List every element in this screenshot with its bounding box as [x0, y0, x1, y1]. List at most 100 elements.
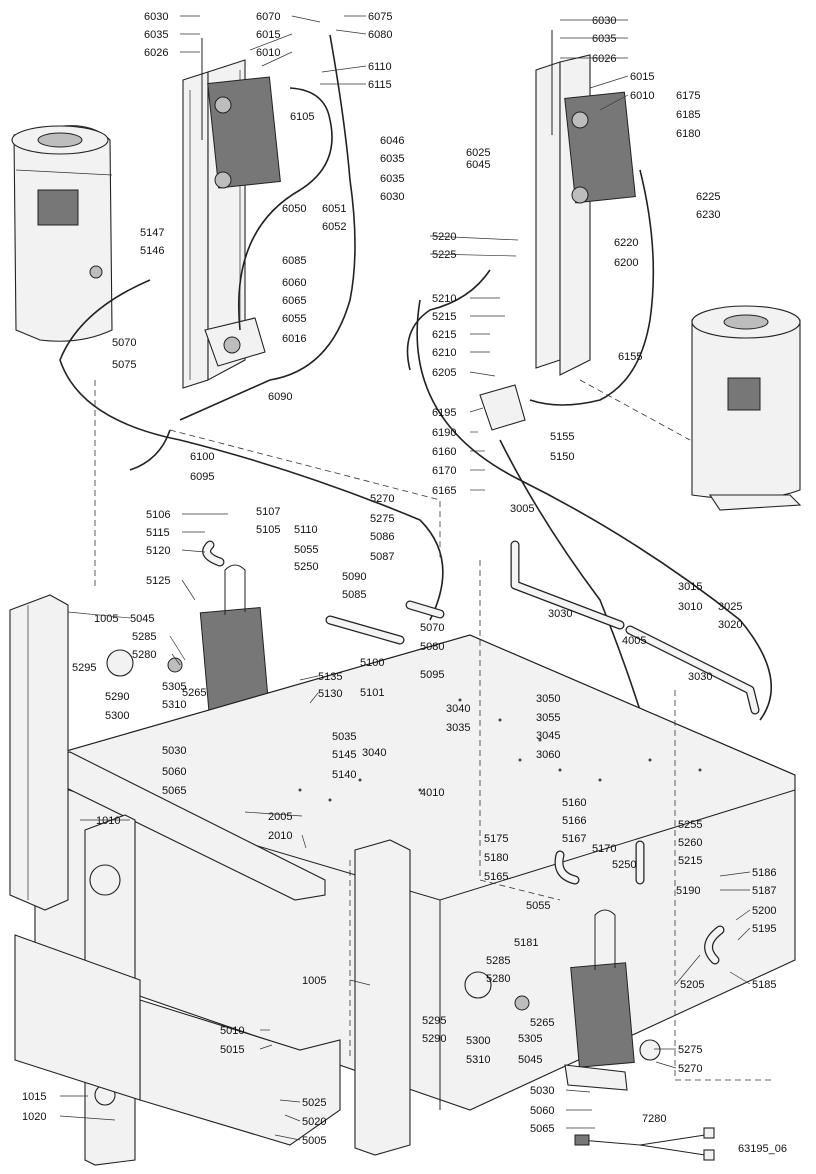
- part-label: 5187: [752, 885, 776, 897]
- part-label: 5205: [680, 979, 704, 991]
- part-label: 5155: [550, 431, 574, 443]
- part-label: 5055: [294, 544, 318, 556]
- part-label: 6035: [592, 33, 616, 45]
- part-label: 5135: [318, 671, 342, 683]
- part-label: 3045: [536, 730, 560, 742]
- part-label: 6025: [466, 147, 490, 159]
- part-label: 5186: [752, 867, 776, 879]
- leader-lines: [59, 15, 751, 1141]
- part-label: 6105: [290, 111, 314, 123]
- part-label: 6100: [190, 451, 214, 463]
- part-label: 5010: [220, 1025, 244, 1037]
- part-label: 5300: [105, 710, 129, 722]
- part-label: 6035: [144, 29, 168, 41]
- part-label: 1010: [96, 815, 120, 827]
- part-label: 5310: [162, 699, 186, 711]
- part-label: 6070: [256, 11, 280, 23]
- upper-left-column-assembly: [182, 38, 281, 389]
- part-label: 3030: [548, 608, 572, 620]
- part-label: 6060: [282, 277, 306, 289]
- part-label: 5060: [530, 1105, 554, 1117]
- part-labels: 6030 6035 6026 6070 6015 6010 6075 6080 …: [22, 11, 787, 1155]
- part-label: 6035: [380, 153, 404, 165]
- part-label: 6050: [282, 203, 306, 215]
- part-label: 5305: [518, 1033, 542, 1045]
- part-label: 5165: [484, 871, 508, 883]
- part-label: 5090: [342, 571, 366, 583]
- part-label: 6015: [256, 29, 280, 41]
- part-label: 5180: [484, 852, 508, 864]
- part-label: 6090: [268, 391, 292, 403]
- part-label: 5110: [294, 524, 318, 536]
- part-label: 5181: [514, 937, 538, 949]
- part-label: 6030: [144, 11, 168, 23]
- part-label: 2005: [268, 811, 292, 823]
- part-label: 6185: [676, 109, 700, 121]
- part-label: 5270: [678, 1063, 702, 1075]
- part-label: 5285: [132, 631, 156, 643]
- part-label: 5115: [146, 527, 170, 539]
- part-label: 1020: [22, 1111, 46, 1123]
- part-label: 5065: [162, 785, 186, 797]
- part-label: 5020: [302, 1116, 326, 1128]
- part-label: 5035: [332, 731, 356, 743]
- part-label: 6230: [696, 209, 720, 221]
- part-label: 6155: [618, 351, 642, 363]
- part-label: 5220: [432, 231, 456, 243]
- part-label: 5190: [676, 885, 700, 897]
- part-label: 6215: [432, 329, 456, 341]
- part-label: 6055: [282, 313, 306, 325]
- part-label: 5095: [420, 669, 444, 681]
- part-label: 5166: [562, 815, 586, 827]
- part-label: 5270: [370, 493, 394, 505]
- part-label: 5250: [612, 859, 636, 871]
- part-label: 6110: [368, 61, 392, 73]
- part-label: 6200: [614, 257, 638, 269]
- part-label: 5285: [486, 955, 510, 967]
- part-label: 6175: [676, 90, 700, 102]
- part-label: 5005: [302, 1135, 326, 1147]
- part-label: 5185: [752, 979, 776, 991]
- part-label: 6030: [380, 191, 404, 203]
- part-label: 5150: [550, 451, 574, 463]
- part-label: 3055: [536, 712, 560, 724]
- diagram-artwork: [9, 30, 802, 1166]
- part-label: 6085: [282, 255, 306, 267]
- part-label: 5225: [432, 249, 456, 261]
- part-label: 6180: [676, 128, 700, 140]
- part-label: 5140: [332, 769, 356, 781]
- part-label: 5045: [130, 613, 154, 625]
- part-label: 1015: [22, 1091, 46, 1103]
- part-label: 6065: [282, 295, 306, 307]
- drawing-id: 63195_06: [738, 1143, 787, 1155]
- part-label: 5290: [422, 1033, 446, 1045]
- part-label: 5015: [220, 1044, 244, 1056]
- part-label: 6035: [380, 173, 404, 185]
- part-label: 5290: [105, 691, 129, 703]
- part-label: 3060: [536, 749, 560, 761]
- part-label: 5101: [360, 687, 384, 699]
- part-label: 5305: [162, 681, 186, 693]
- part-label: 5125: [146, 575, 170, 587]
- part-label: 5295: [422, 1015, 446, 1027]
- part-label: 5250: [294, 561, 318, 573]
- part-label: 5175: [484, 833, 508, 845]
- part-label: 6170: [432, 465, 456, 477]
- part-label: 3040: [362, 747, 386, 759]
- part-label: 5167: [562, 833, 586, 845]
- part-label: 5085: [342, 589, 366, 601]
- part-label: 5086: [370, 531, 394, 543]
- part-label: 6210: [432, 347, 456, 359]
- part-label: 5070: [420, 622, 444, 634]
- part-label: 5130: [318, 688, 342, 700]
- part-label: 5295: [72, 662, 96, 674]
- part-label: 3015: [678, 581, 702, 593]
- part-label: 5146: [140, 245, 164, 257]
- part-label: 5080: [420, 641, 444, 653]
- part-label: 4010: [420, 787, 444, 799]
- part-label: 5275: [370, 513, 394, 525]
- part-label: 5105: [256, 524, 280, 536]
- part-label: 5255: [678, 819, 702, 831]
- part-label: 6026: [144, 47, 168, 59]
